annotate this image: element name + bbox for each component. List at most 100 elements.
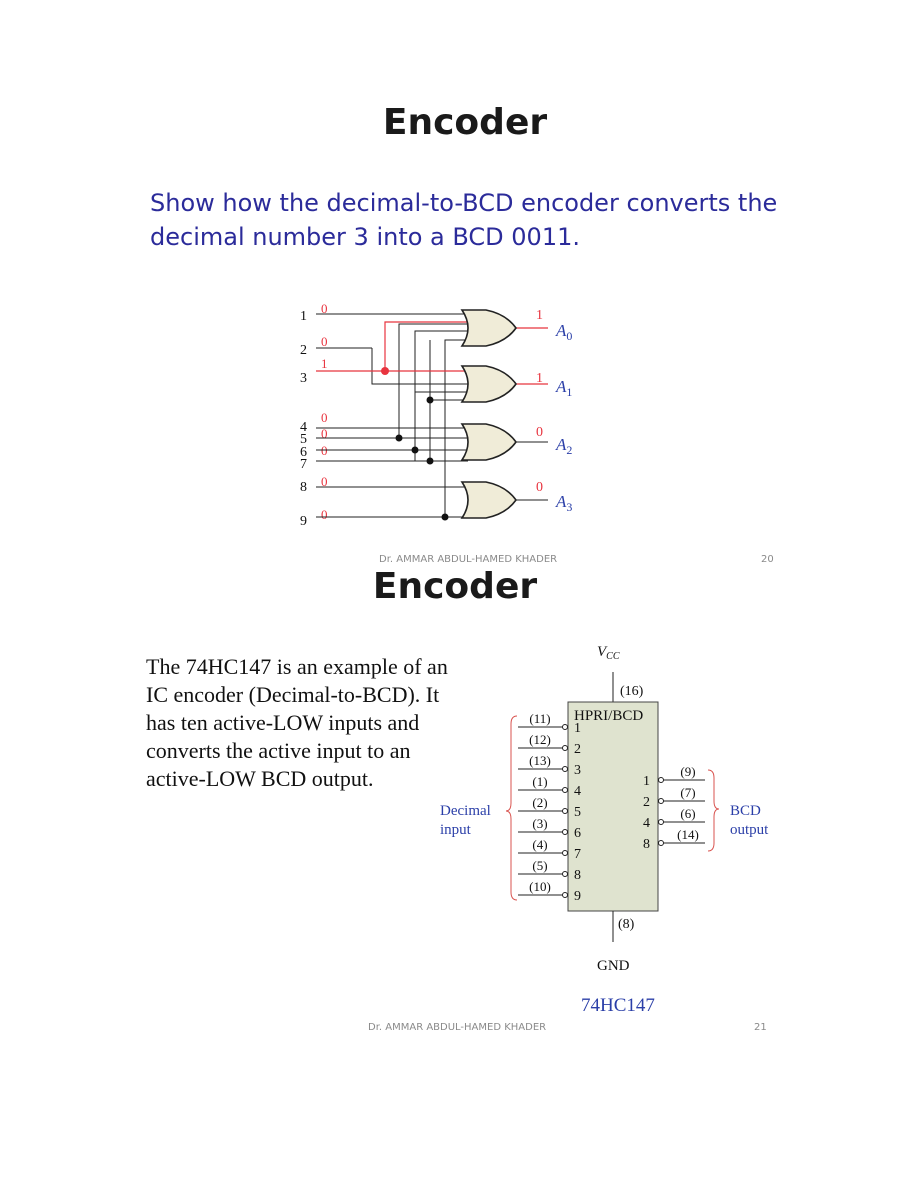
slide2-title: Encoder — [372, 566, 538, 607]
input-pin-8: (5) — [532, 858, 547, 873]
svg-text:BCD: BCD — [730, 803, 761, 819]
body-line-2: IC encoder (Decimal-to-BCD). It — [146, 682, 440, 707]
output-wires — [516, 441, 548, 501]
junction-dot-7b — [426, 396, 434, 404]
or-gate-a0 — [460, 309, 517, 347]
input-value-5: 0 — [321, 426, 328, 441]
junction-dots — [395, 396, 449, 521]
output-value-a3: 0 — [536, 480, 543, 495]
input-number-6: 6 — [574, 826, 581, 841]
input-number-2: 2 — [574, 742, 581, 757]
ic-74hc147-diagram: VCC (16) HPRI/BCD (11) (12) (13) (1) (2)… — [440, 644, 769, 1016]
slide2-footer-page: 21 — [754, 1022, 767, 1033]
question-line-2: decimal number 3 into a BCD 0011. — [150, 223, 580, 251]
output-pin-4: (6) — [680, 806, 695, 821]
ic-input-numbers: 1 2 3 4 5 6 7 8 9 — [574, 721, 581, 904]
ic-output-pin-labels: (9) (7) (6) (14) — [677, 764, 699, 842]
input-value-8: 0 — [321, 474, 328, 489]
junction-dot-7 — [426, 457, 434, 465]
svg-text:output: output — [730, 822, 769, 838]
or-gate-a1 — [460, 365, 517, 403]
input-number-1: 1 — [574, 721, 581, 736]
output-pin-1: (9) — [680, 764, 695, 779]
vcc-pin: (16) — [620, 684, 644, 699]
or-gates — [460, 309, 517, 519]
slide2-body: The 74HC147 is an example of an IC encod… — [146, 653, 486, 793]
gnd-label: GND — [597, 958, 630, 974]
active-junction-dot — [381, 367, 389, 375]
ic-input-pins — [518, 724, 568, 898]
input-label-8: 8 — [300, 480, 307, 495]
output-name-a2: A2 — [555, 435, 572, 457]
bus-7-to-a0 — [414, 330, 468, 461]
slide1-footer-author: Dr. AMMAR ABDUL-HAMED KHADER — [379, 554, 558, 565]
input-number-4: 4 — [574, 784, 581, 799]
slide1-footer-page: 20 — [761, 554, 774, 565]
junction-dot-9 — [441, 513, 449, 521]
output-name-a0: A0 — [555, 321, 572, 343]
svg-text:Decimal: Decimal — [440, 803, 491, 819]
output-number-4: 4 — [643, 816, 650, 831]
input-pin-7: (4) — [532, 837, 547, 852]
body-line-4: converts the active input to an — [146, 738, 411, 763]
decimal-input-bracket — [505, 715, 518, 901]
input-pin-5: (2) — [532, 795, 547, 810]
input-number-9: 9 — [574, 889, 581, 904]
ic-output-numbers: 1 2 4 8 — [643, 774, 650, 852]
output-value-a0: 1 — [536, 308, 543, 323]
input-label-9: 9 — [300, 514, 307, 529]
input-pin-2: (12) — [529, 732, 551, 747]
output-name-a1: A1 — [555, 377, 572, 399]
gnd-pin: (8) — [618, 917, 635, 932]
input-value-4: 0 — [321, 410, 328, 425]
ic-chip-body — [567, 701, 659, 912]
input-label-6: 6 — [300, 445, 307, 460]
bcd-output-bracket — [707, 769, 720, 852]
input-number-8: 8 — [574, 868, 581, 883]
decimal-input-label: Decimal input — [440, 803, 491, 838]
input-value-3: 1 — [321, 356, 328, 371]
input-label-4: 4 — [300, 420, 307, 435]
part-name-label: 74HC147 — [581, 995, 655, 1016]
input-number-3: 3 — [574, 763, 581, 778]
junction-dot-5 — [395, 434, 403, 442]
input-number-7: 7 — [574, 847, 581, 862]
body-line-5: active-LOW BCD output. — [146, 766, 374, 791]
output-pin-2: (7) — [680, 785, 695, 800]
bcd-output-label: BCD output — [730, 803, 769, 838]
bus-6b-to-a1 — [414, 391, 468, 450]
output-number-8: 8 — [643, 837, 650, 852]
output-number-1: 1 — [643, 774, 650, 789]
input-label-7: 7 — [300, 457, 307, 472]
bus-9-to-a0 — [444, 339, 468, 517]
ic-output-pins — [658, 777, 705, 846]
vcc-label: VCC — [597, 644, 620, 662]
active-path — [316, 321, 548, 385]
slide2-footer-author: Dr. AMMAR ABDUL-HAMED KHADER — [368, 1022, 547, 1033]
input-pin-6: (3) — [532, 816, 547, 831]
output-names: A0 A1 A2 A3 — [555, 321, 572, 514]
input-value-1: 0 — [321, 301, 328, 316]
input-labels: 1 2 3 4 5 6 7 8 9 — [300, 309, 307, 529]
ic-input-pin-labels: (11) (12) (13) (1) (2) (3) (4) (5) (10) — [529, 711, 551, 894]
output-pin-8: (14) — [677, 827, 699, 842]
encoder-logic-diagram: 1 2 3 4 5 6 7 8 9 0 0 1 0 0 0 0 0 — [300, 301, 572, 529]
junction-dot-6 — [411, 446, 419, 454]
svg-text:input: input — [440, 822, 472, 838]
input-value-9: 0 — [321, 507, 328, 522]
output-values: 1 1 0 0 — [536, 308, 543, 495]
input-number-5: 5 — [574, 805, 581, 820]
input-pin-4: (1) — [532, 774, 547, 789]
ic-chip-label: HPRI/BCD — [574, 708, 643, 724]
input-label-1: 1 — [300, 309, 307, 324]
output-name-a3: A3 — [555, 492, 572, 514]
input-value-2: 0 — [321, 334, 328, 349]
input-values: 0 0 1 0 0 0 0 0 — [321, 301, 328, 522]
slide1-title: Encoder — [382, 102, 548, 143]
input-label-5: 5 — [300, 432, 307, 447]
body-line-3: has ten active-LOW inputs and — [146, 710, 420, 735]
bus-5-to-a0 — [398, 323, 468, 438]
question-line-1: Show how the decimal-to-BCD encoder conv… — [150, 189, 778, 217]
wire-input-2-down — [371, 348, 468, 385]
input-pin-1: (11) — [529, 711, 550, 726]
